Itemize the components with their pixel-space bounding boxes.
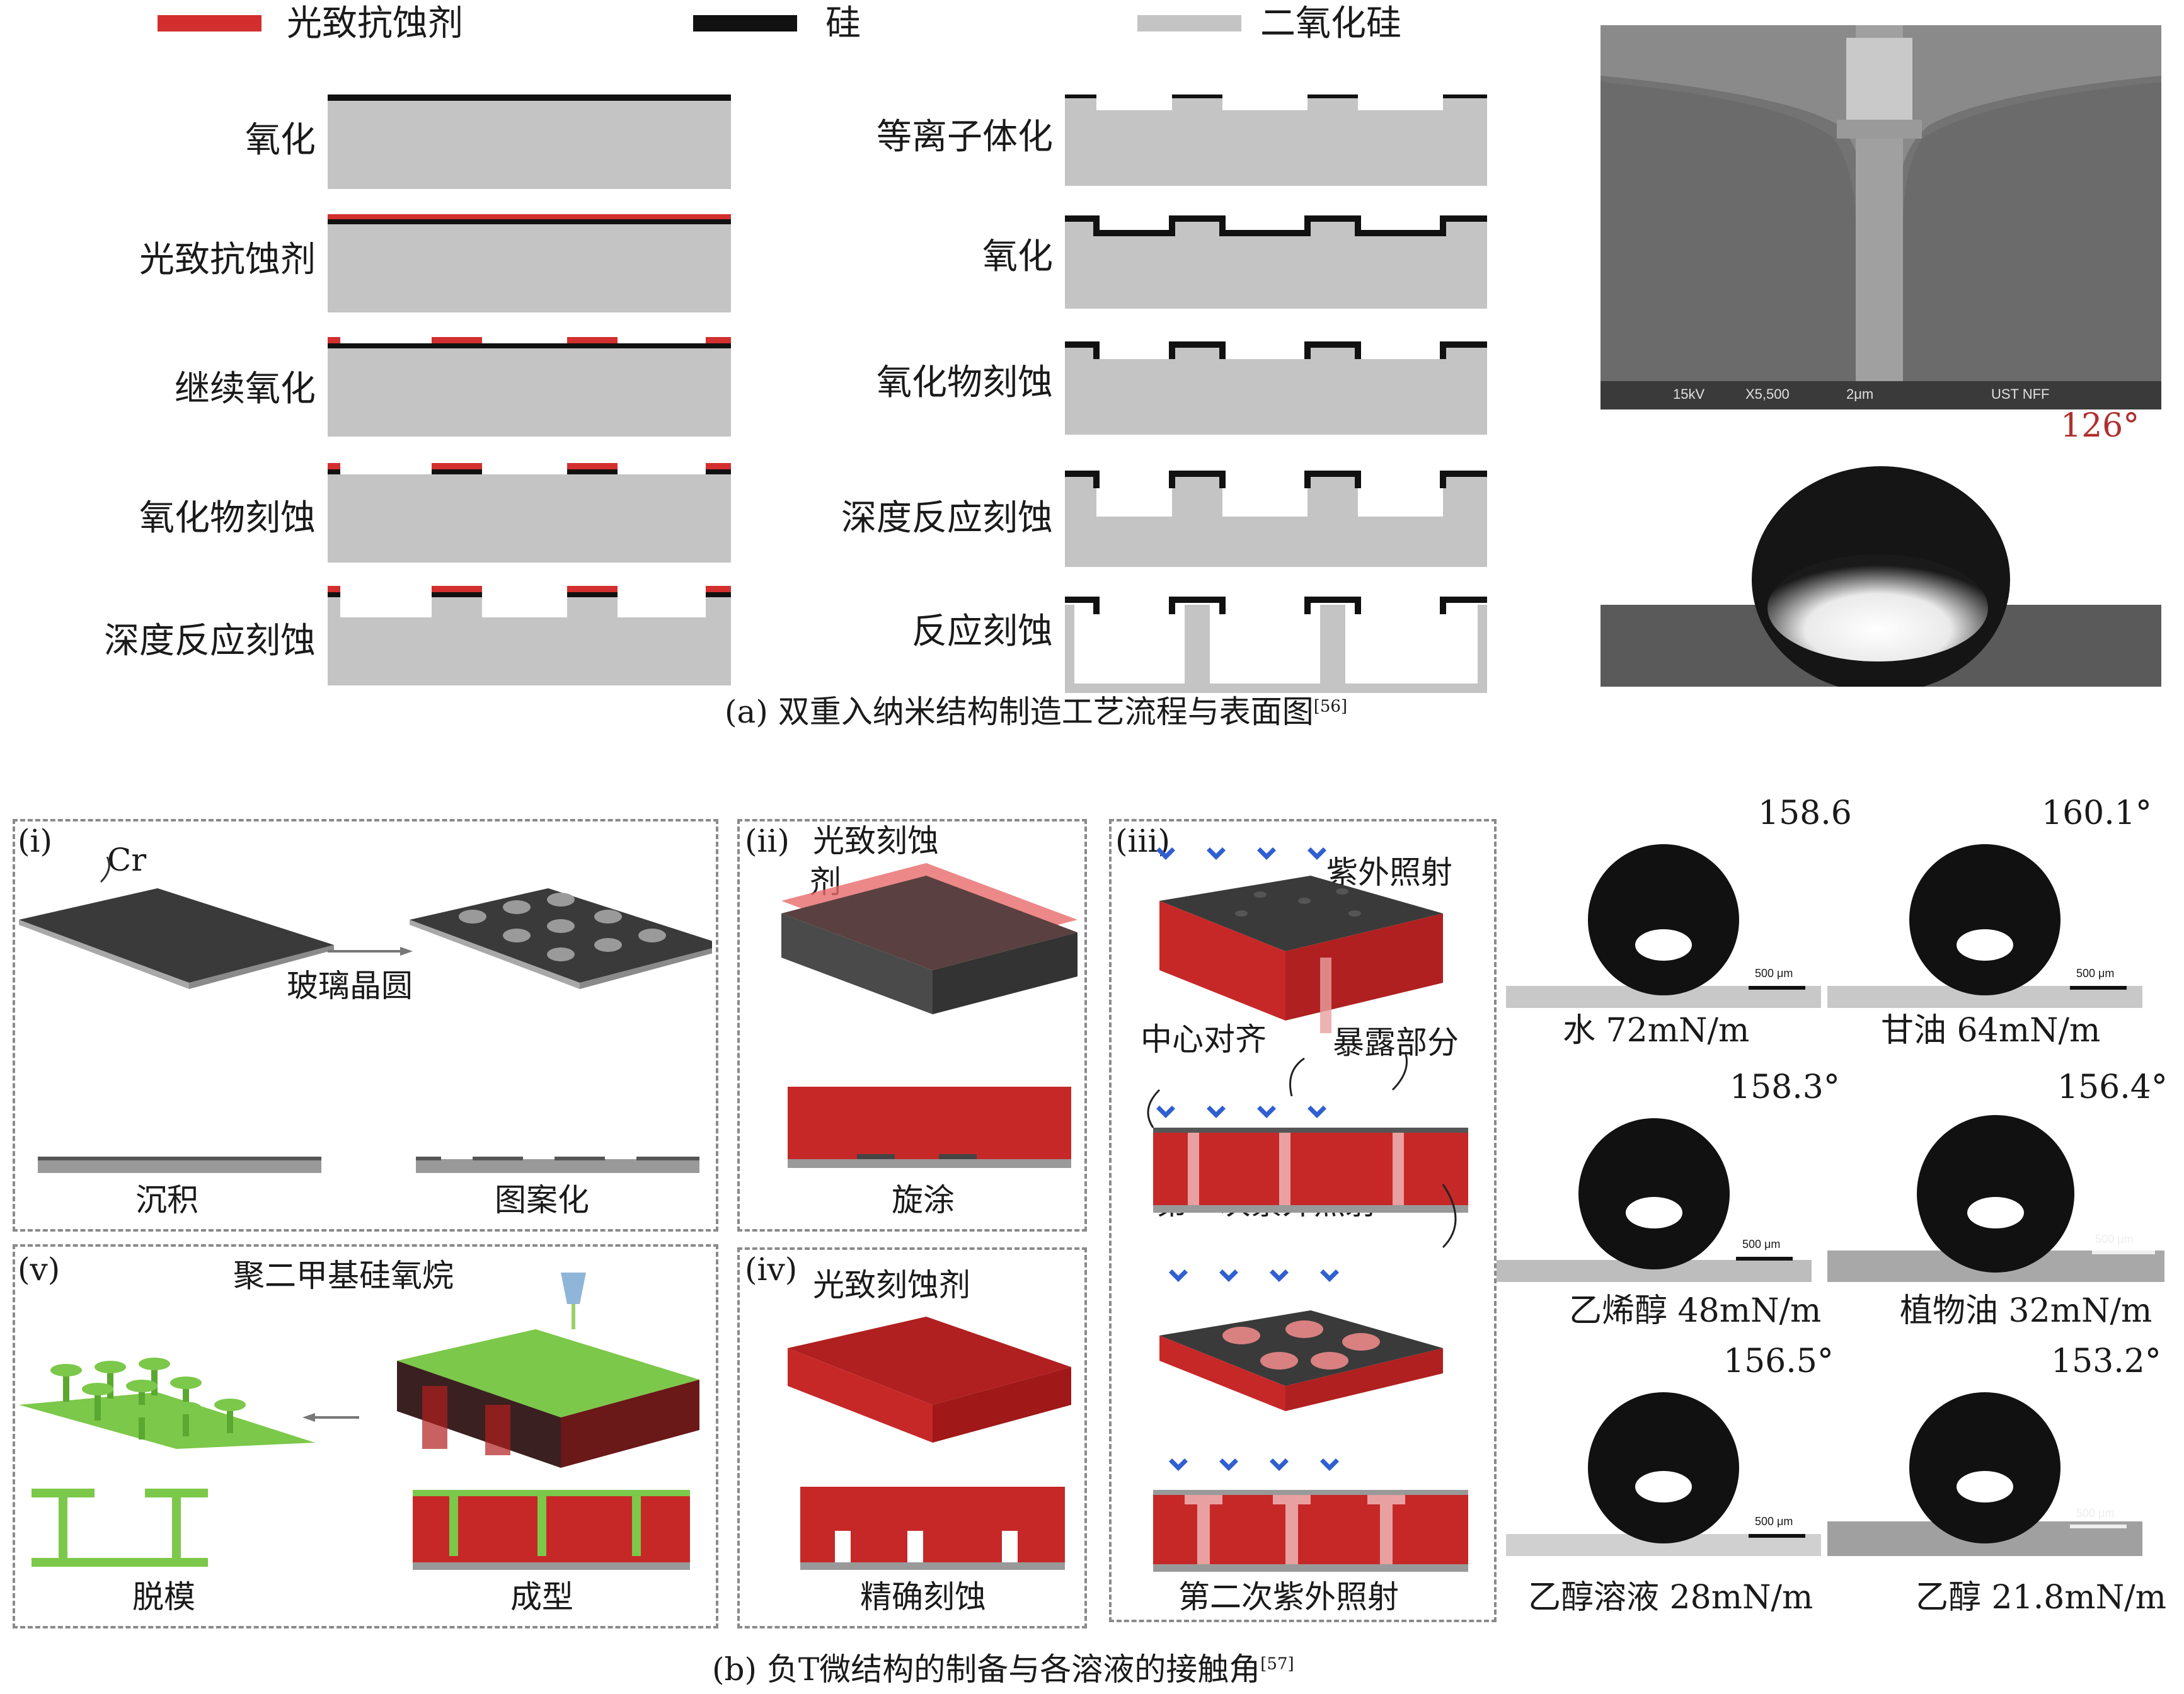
droplet-scale: 500 μm — [1755, 1515, 1793, 1528]
panel-i-step1: 沉积 — [135, 1184, 198, 1216]
diagram-oxide-etch — [328, 463, 731, 563]
droplet-photo: 500 μm — [1506, 825, 1821, 1008]
right-step-label: 反应刻蚀 — [912, 614, 1053, 650]
panel-iii-graphics — [1115, 832, 1493, 1581]
droplet-photo: 500 μm — [1497, 1099, 1812, 1282]
panel-iv-tag: (iv) — [745, 1254, 797, 1285]
part-a-caption: (a) 双重入纳米结构制造工艺流程与表面图[56] — [725, 696, 1347, 728]
droplet-liquid-label: 植物油 32mN/m — [1900, 1295, 2152, 1327]
part-a-droplet-photo — [1601, 460, 2161, 687]
uv-arrow-icons-1 — [1156, 847, 1326, 860]
legend-label-sio2: 二氧化硅 — [1260, 6, 1401, 42]
panel-ii-title-line1: 光致刻蚀 — [813, 825, 939, 857]
left-process-diagrams — [328, 88, 737, 687]
diagram-plasma — [1065, 94, 1487, 186]
sem-scale: 2μm — [1846, 386, 1873, 403]
part-b-caption-ref: [57] — [1260, 1654, 1294, 1673]
panel-v-step2: 成型 — [510, 1581, 573, 1613]
droplet-liquid-label: 乙醇溶液 28mN/m — [1528, 1581, 1813, 1614]
panel-ii-step: 旋涂 — [892, 1184, 955, 1216]
diagram-drie-2 — [1065, 474, 1487, 567]
uv-arrow-icons-4 — [1169, 1458, 1339, 1471]
droplet-liquid-label: 甘油 64mN/m — [1881, 1014, 2100, 1047]
part-b-caption: (b) 负T微结构的制备与各溶液的接触角[57] — [712, 1654, 1294, 1685]
uv-arrow-icons-3 — [1169, 1269, 1339, 1282]
right-step-label: 氧化 — [982, 239, 1053, 275]
legend-swatch-silicon — [693, 15, 797, 31]
droplet-scale: 500 μm — [2095, 1233, 2133, 1246]
droplet-scale: 500 μm — [2076, 1507, 2114, 1520]
legend-swatch-photoresist — [158, 15, 262, 31]
diagram-reactive-etch — [1065, 600, 1487, 693]
left-step-label: 光致抗蚀剂 — [139, 243, 316, 278]
droplet-scale: 500 μm — [1742, 1238, 1780, 1251]
droplet-photo: 500 μm — [1827, 825, 2142, 1008]
diagram-oxidation — [328, 94, 731, 189]
sem-org: UST NFF — [1991, 386, 2049, 403]
left-step-label: 氧化物刻蚀 — [139, 501, 316, 536]
panel-v-graphics — [19, 1260, 712, 1575]
sem-structure — [1601, 25, 2161, 409]
right-step-label: 氧化物刻蚀 — [876, 365, 1053, 401]
droplet-scale: 500 μm — [1755, 967, 1793, 980]
droplet-photo: 500 μm — [1506, 1373, 1821, 1556]
diagram-oxide-etch-2 — [1065, 345, 1487, 435]
panel-iii-second: 第二次紫外照射 — [1178, 1581, 1399, 1613]
panel-v-step1: 脱模 — [132, 1581, 195, 1613]
left-step-label: 深度反应刻蚀 — [104, 624, 316, 659]
panel-ii-tag: (ii) — [745, 825, 790, 857]
sem-kv: 15kV — [1673, 386, 1704, 403]
legend-label-photoresist: 光致抗蚀剂 — [287, 6, 463, 42]
legend-swatch-sio2 — [1137, 15, 1241, 31]
part-b-caption-text: (b) 负T微结构的制备与各溶液的接触角 — [712, 1651, 1260, 1688]
left-step-label: 继续氧化 — [175, 372, 316, 407]
left-step-label: 氧化 — [245, 123, 316, 158]
droplet-photo: 500 μm — [1827, 1099, 2164, 1282]
droplet-scale: 500 μm — [2076, 967, 2114, 980]
sem-mag: X5,500 — [1745, 386, 1790, 403]
legend-label-silicon: 硅 — [825, 6, 861, 42]
panel-iv-graphics — [750, 1298, 1078, 1575]
right-step-label: 深度反应刻蚀 — [841, 501, 1053, 536]
sem-image: 15kV X5,500 2μm UST NFF — [1601, 25, 2161, 409]
panel-i-graphics — [19, 857, 712, 1184]
diagram-photoresist — [328, 214, 731, 312]
panel-i-tag: (i) — [18, 825, 52, 857]
part-a-caption-ref: [56] — [1314, 697, 1347, 716]
right-process-diagrams — [1065, 88, 1493, 693]
droplet-photo: 500 μm — [1827, 1373, 2142, 1556]
sem-contact-angle: 126° — [2060, 409, 2139, 442]
panel-ii-graphics — [750, 857, 1078, 1184]
panel-iv-step: 精确刻蚀 — [860, 1581, 986, 1613]
panel-iv-title: 光致刻蚀剂 — [813, 1269, 970, 1301]
droplet-liquid-label: 水 72mN/m — [1563, 1014, 1749, 1047]
uv-arrow-icons-2 — [1156, 1106, 1326, 1118]
droplet-liquid-label: 乙醇 21.8mN/m — [1916, 1581, 2166, 1614]
right-step-label: 等离子体化 — [876, 120, 1053, 155]
panel-i-step2: 图案化 — [495, 1184, 589, 1216]
diagram-drie — [328, 586, 731, 685]
part-a-droplet — [1601, 460, 2161, 687]
diagram-continue-oxidation — [328, 337, 731, 437]
part-a-caption-text: (a) 双重入纳米结构制造工艺流程与表面图 — [725, 694, 1314, 730]
diagram-oxidation-2 — [1065, 219, 1487, 309]
droplet-liquid-label: 乙烯醇 48mN/m — [1569, 1295, 1821, 1327]
